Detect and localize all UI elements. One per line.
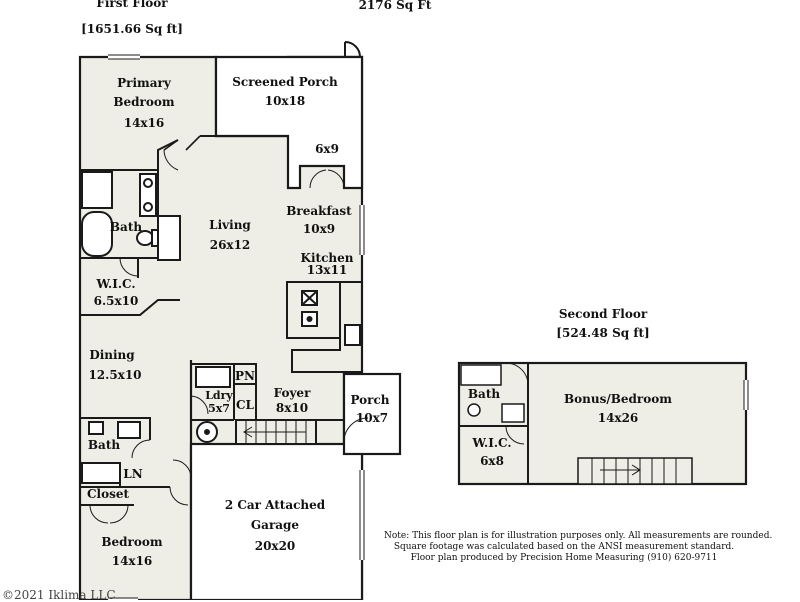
footnote-line-2: Square footage was calculated based on t… xyxy=(393,542,735,552)
front-porch-area xyxy=(342,372,402,456)
total-area: 2176 Sq Ft xyxy=(358,0,432,12)
first-floor-walls xyxy=(80,41,369,600)
second-floor-area: [524.48 Sq ft] xyxy=(556,326,650,340)
dining-label: Dining xyxy=(89,348,135,362)
front-porch-label: Porch xyxy=(350,393,390,407)
wic-first-size: 6.5x10 xyxy=(93,294,139,308)
linen-label: LN xyxy=(123,467,143,481)
screened-porch-label: Screened Porch xyxy=(232,75,338,89)
second-bath-label: Bath xyxy=(467,387,501,401)
kitchen-size: 13x11 xyxy=(306,263,348,277)
living-label: Living xyxy=(209,218,251,232)
breakfast-size: 10x9 xyxy=(302,222,336,236)
garage-label-2: Garage xyxy=(250,518,300,532)
garage-label-1: 2 Car Attached xyxy=(224,498,326,512)
coat-closet-label: CL xyxy=(236,398,254,412)
breakfast-label: Breakfast xyxy=(286,204,352,218)
hall-bath-label: Bath xyxy=(87,438,121,452)
porch-nook-size: 6x9 xyxy=(315,142,339,156)
footnote-line-1: Note: This floor plan is for illustratio… xyxy=(384,531,773,541)
laundry-label: Ldry xyxy=(205,389,233,402)
first-floor-area: [1651.66 Sq ft] xyxy=(81,22,183,36)
first-floor-title: First Floor xyxy=(96,0,168,10)
second-floor-title: Second Floor xyxy=(558,307,648,321)
foyer-label: Foyer xyxy=(273,386,311,400)
screened-porch-area xyxy=(214,55,364,190)
wic-second-size: 6x8 xyxy=(480,454,504,468)
front-porch-size: 10x7 xyxy=(355,411,389,425)
bonus-bedroom-label: Bonus/Bedroom xyxy=(564,392,672,406)
kitchen-label: Kitchen xyxy=(300,251,354,265)
garage-size: 20x20 xyxy=(254,539,296,553)
pantry-label: PN xyxy=(235,369,255,383)
primary-bedroom-size: 14x16 xyxy=(123,116,165,130)
bedroom-size: 14x16 xyxy=(111,554,153,568)
primary-bedroom-label-1: Primary xyxy=(117,76,171,90)
watermark: ©2021 Iklima LLC xyxy=(2,588,116,602)
laundry-size: 5x7 xyxy=(208,402,230,415)
bedroom-label: Bedroom xyxy=(101,535,163,549)
primary-bedroom-label-2: Bedroom xyxy=(113,95,175,109)
dining-size: 12.5x10 xyxy=(88,368,142,382)
second-floor xyxy=(457,361,749,486)
garage-area xyxy=(189,442,364,600)
wic-second-label: W.I.C. xyxy=(472,436,512,450)
screened-porch-size: 10x18 xyxy=(264,94,306,108)
wic-first-label: W.I.C. xyxy=(96,277,136,291)
foyer-size: 8x10 xyxy=(275,401,309,415)
primary-bath-label: Bath xyxy=(109,220,143,234)
footnote-line-3: Floor plan produced by Precision Home Me… xyxy=(410,553,718,563)
closet-label: Closet xyxy=(86,487,130,501)
living-size: 26x12 xyxy=(209,238,251,252)
bonus-bedroom-size: 14x26 xyxy=(597,411,639,425)
